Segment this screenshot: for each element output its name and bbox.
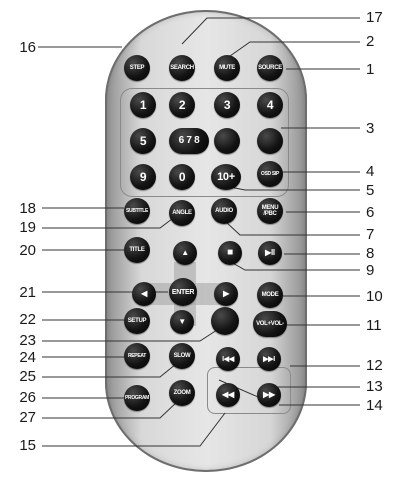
step-button[interactable]: STEP — [124, 55, 150, 81]
leader-line-15 — [42, 412, 226, 447]
rewind-button[interactable]: ◀◀ — [216, 383, 240, 407]
down-arrow-button[interactable]: ▼ — [170, 310, 194, 334]
mute-button[interactable]: MUTE — [214, 55, 240, 81]
zoom-button[interactable]: ZOOM — [169, 380, 195, 406]
callout-2: 2 — [366, 33, 375, 50]
left-arrow-button[interactable]: ◀ — [132, 282, 156, 306]
number-9-button[interactable]: 9 — [130, 164, 156, 190]
leader-line-5 — [224, 185, 360, 191]
callout-12: 12 — [366, 357, 383, 374]
up-arrow-button[interactable]: ▲ — [173, 241, 197, 265]
leader-line-2 — [229, 41, 360, 57]
leader-line-9 — [230, 261, 360, 271]
search-button[interactable]: SEARCH — [169, 55, 195, 81]
callout-11: 11 — [366, 317, 382, 334]
enter-button[interactable]: ENTER — [169, 278, 197, 306]
number-blank-button-a[interactable] — [214, 128, 240, 154]
mode-button[interactable]: MODE — [257, 282, 283, 308]
number-10-plus-button[interactable]: 10+ — [211, 164, 241, 190]
number-3-button[interactable]: 3 — [214, 92, 240, 118]
right-arrow-button[interactable]: ▶ — [214, 282, 238, 306]
volume-button[interactable]: VOL+VOL- — [253, 311, 287, 337]
leader-line-17 — [181, 17, 360, 45]
previous-track-button[interactable]: I◀◀ — [216, 347, 240, 371]
callout-5: 5 — [366, 182, 375, 199]
program-button[interactable]: PROGRAM — [124, 385, 150, 411]
callout-17: 17 — [366, 9, 383, 26]
callout-9: 9 — [366, 262, 375, 279]
leader-line-19 — [42, 215, 177, 229]
callout-16: 16 — [19, 39, 36, 56]
osd-button[interactable]: OSD SIP — [257, 161, 283, 187]
callout-27: 27 — [19, 409, 36, 426]
leader-line-23 — [42, 327, 221, 342]
callout-4: 4 — [366, 163, 375, 180]
setup-button[interactable]: SETUP — [124, 308, 150, 334]
blank-round-button[interactable] — [211, 307, 239, 335]
leader-line-7 — [225, 221, 360, 236]
number-blank-button-b[interactable] — [257, 128, 283, 154]
callout-7: 7 — [366, 226, 375, 243]
skip-buttons-frame — [207, 367, 291, 414]
number-0-button[interactable]: 0 — [169, 164, 195, 190]
callout-13: 13 — [366, 378, 383, 395]
number-5-button[interactable]: 5 — [130, 128, 156, 154]
number-pad-frame — [120, 88, 289, 197]
callout-20: 20 — [19, 242, 36, 259]
callout-15: 15 — [19, 437, 36, 454]
callout-8: 8 — [366, 245, 375, 262]
callout-6: 6 — [366, 204, 375, 221]
callout-10: 10 — [366, 288, 383, 305]
callout-1: 1 — [366, 61, 375, 78]
leader-line-13 — [218, 379, 360, 398]
source-button[interactable]: SOURCE — [257, 55, 283, 81]
callout-24: 24 — [19, 349, 36, 366]
stop-button[interactable]: ■ — [218, 241, 242, 265]
audio-button[interactable]: AUDIO — [211, 198, 237, 224]
callout-19: 19 — [19, 219, 36, 236]
subtitle-button[interactable]: SUBTITLE — [124, 198, 150, 224]
callout-14: 14 — [366, 397, 383, 414]
repeat-button[interactable]: REPEAT — [124, 343, 150, 369]
slow-button[interactable]: SLOW — [169, 343, 195, 369]
play-pause-button[interactable]: ▶ll — [258, 241, 282, 265]
leader-line-25 — [42, 363, 177, 378]
callout-21: 21 — [19, 284, 36, 301]
callout-3: 3 — [366, 120, 375, 137]
title-button[interactable]: TITLE — [124, 237, 150, 263]
callout-25: 25 — [19, 368, 36, 385]
callout-18: 18 — [19, 200, 36, 217]
menu-pbc-button[interactable]: MENU /PBC — [257, 198, 283, 224]
callout-23: 23 — [19, 332, 36, 349]
number-6-7-8-button[interactable]: 6 7 8 — [169, 128, 209, 154]
fast-forward-button[interactable]: ▶▶ — [257, 383, 281, 407]
number-4-button[interactable]: 4 — [257, 92, 283, 118]
callout-26: 26 — [19, 389, 36, 406]
angle-button[interactable]: ANGLE — [169, 200, 195, 226]
number-2-button[interactable]: 2 — [169, 92, 195, 118]
callout-22: 22 — [19, 311, 36, 328]
leader-line-27 — [42, 400, 179, 419]
number-1-button[interactable]: 1 — [130, 92, 156, 118]
next-track-button[interactable]: ▶▶I — [257, 347, 281, 371]
